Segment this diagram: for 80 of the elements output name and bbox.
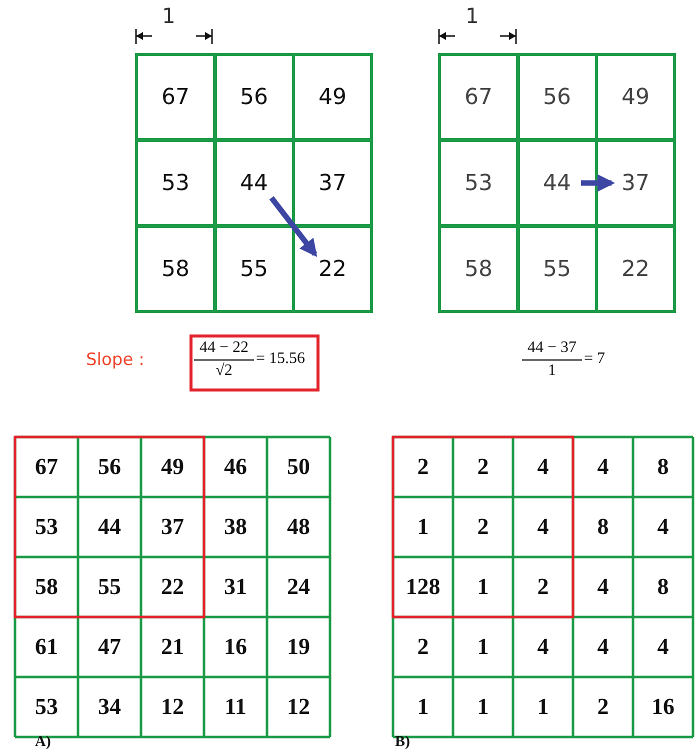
cell-value: 37 <box>160 513 185 541</box>
cell-value: 56 <box>97 453 122 481</box>
grid-cell: 44 <box>214 139 294 227</box>
cell-value: 8 <box>656 453 670 481</box>
cell-value: 34 <box>97 693 122 721</box>
fraction-numerator: 44 − 22 <box>198 339 250 357</box>
cell-value: 1 <box>416 513 430 541</box>
cell-value: 4 <box>596 453 610 481</box>
cell-value: 2 <box>476 453 490 481</box>
cell-value: 46 <box>223 453 248 481</box>
grid-cell: 55 <box>214 225 294 313</box>
grid-cell: 67 <box>438 53 519 141</box>
grid-cell: 37 <box>595 139 676 227</box>
cell-value: 12 <box>160 693 185 721</box>
cell-value: 58 <box>34 573 59 601</box>
cell-value: 2 <box>416 453 430 481</box>
grid-cell: 49 <box>595 53 676 141</box>
cell-value: 1 <box>476 633 490 661</box>
cell-value: 44 <box>97 513 122 541</box>
cell-value: 4 <box>656 513 670 541</box>
formula-result: = 7 <box>584 350 606 368</box>
grid-cell: 67 <box>135 53 216 141</box>
grid-cell: 53 <box>135 139 216 227</box>
grid-cell: 58 <box>438 225 519 313</box>
cell-value: 53 <box>34 513 59 541</box>
grid-cell: 49 <box>292 53 373 141</box>
cell-value: 1 <box>536 693 550 721</box>
cell-value: 16 <box>223 633 248 661</box>
cell-value: 61 <box>34 633 59 661</box>
cell-value: 24 <box>286 573 311 601</box>
cell-value: 4 <box>536 513 550 541</box>
cell-value: 1 <box>416 693 430 721</box>
grid-cell: 58 <box>135 225 216 313</box>
cell-value: 4 <box>536 453 550 481</box>
cell-value: 2 <box>416 633 430 661</box>
grid-cell: 53 <box>438 139 519 227</box>
cell-value: 4 <box>656 633 670 661</box>
cell-value: 4 <box>536 633 550 661</box>
cell-value: 2 <box>536 573 550 601</box>
grid-cell: 56 <box>516 53 598 141</box>
dimension-label: 1 <box>162 4 176 28</box>
cell-value: 12 <box>286 693 311 721</box>
grid-cell: 44 <box>516 139 598 227</box>
cell-value: 21 <box>160 633 185 661</box>
cell-value: 4 <box>596 573 610 601</box>
cell-value: 1 <box>476 573 490 601</box>
cell-value: 49 <box>160 453 185 481</box>
cell-value: 4 <box>596 633 610 661</box>
panel-label: B) <box>395 734 410 751</box>
formula-result: = 15.56 <box>256 350 306 368</box>
panel-label: A) <box>35 734 51 751</box>
cell-value: 50 <box>286 453 311 481</box>
cell-value: 1 <box>476 693 490 721</box>
cell-value: 38 <box>223 513 248 541</box>
cell-value: 55 <box>97 573 122 601</box>
cell-value: 53 <box>34 693 59 721</box>
cell-value: 128 <box>404 573 442 601</box>
cell-value: 22 <box>160 573 185 601</box>
fraction-numerator: 44 − 37 <box>526 339 578 357</box>
grid-cell: 22 <box>292 225 373 313</box>
arrow <box>581 174 616 192</box>
cell-value: 11 <box>224 693 248 721</box>
grid-cell: 22 <box>595 225 676 313</box>
grid-cell: 55 <box>516 225 598 313</box>
grid-cell: 56 <box>214 53 294 141</box>
cell-value: 67 <box>34 453 59 481</box>
cell-value: 8 <box>656 573 670 601</box>
cell-value: 8 <box>596 513 610 541</box>
fraction-denominator: √2 <box>214 362 234 380</box>
cell-value: 19 <box>286 633 311 661</box>
dimension-label: 1 <box>466 4 479 28</box>
cell-value: 2 <box>476 513 490 541</box>
cell-value: 31 <box>223 573 248 601</box>
slope-label: Slope : <box>86 350 144 370</box>
fraction-denominator: 1 <box>547 362 557 380</box>
cell-value: 48 <box>286 513 311 541</box>
cell-value: 2 <box>596 693 610 721</box>
cell-value: 16 <box>650 693 676 721</box>
cell-value: 47 <box>97 633 122 661</box>
grid-cell: 37 <box>292 139 373 227</box>
